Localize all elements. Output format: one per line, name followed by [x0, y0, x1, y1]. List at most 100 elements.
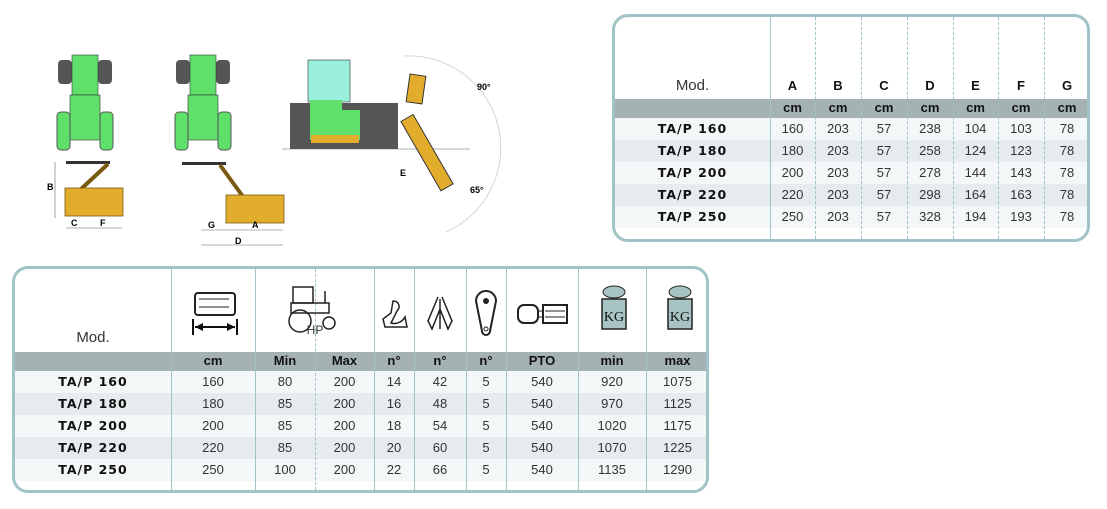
- column-header: E: [971, 78, 980, 93]
- working-width-icon: [192, 292, 238, 335]
- cell-value: 203: [827, 143, 849, 158]
- tractor-hp-icon: [288, 286, 336, 333]
- hammer-icon: [382, 300, 408, 328]
- cell-value: 200: [333, 418, 356, 433]
- svg-text:KG: KG: [604, 310, 624, 325]
- cell-value: 920: [601, 374, 623, 389]
- cell-value: 200: [333, 396, 356, 411]
- cell-value: 1175: [663, 418, 692, 433]
- cell-value: 160: [202, 374, 224, 389]
- cell-value: 540: [531, 396, 553, 411]
- unit-label: cm: [203, 353, 223, 368]
- model-name: TA/P 200: [657, 165, 728, 180]
- cell-value: 143: [1010, 165, 1032, 180]
- model-name: TA/P 250: [58, 462, 128, 477]
- cell-value: 57: [876, 165, 892, 180]
- svg-text:G: G: [208, 220, 215, 230]
- column-header: B: [833, 78, 843, 93]
- cell-value: 78: [1059, 165, 1075, 180]
- cell-value: 1070: [597, 440, 627, 455]
- cell-value: 16: [386, 396, 402, 411]
- pto-shaft-icon: [517, 304, 568, 324]
- cell-value: 103: [1010, 121, 1032, 136]
- svg-text:F: F: [100, 218, 106, 228]
- model-name: TA/P 200: [58, 418, 128, 433]
- cell-value: 20: [386, 440, 402, 455]
- hp-label: HP: [306, 323, 324, 337]
- cell-value: 203: [827, 165, 849, 180]
- cell-value: 200: [333, 440, 356, 455]
- cell-value: 540: [531, 374, 553, 389]
- cell-value: 18: [386, 418, 402, 433]
- cell-value: 1290: [663, 462, 692, 477]
- cell-value: 200: [333, 462, 356, 477]
- weight-icon: KG: [601, 285, 627, 330]
- cell-value: 124: [964, 143, 987, 158]
- cell-value: 160: [781, 121, 804, 136]
- cell-value: 250: [202, 462, 224, 477]
- model-name: TA/P 160: [657, 121, 728, 136]
- cell-value: 5: [482, 396, 490, 411]
- cell-value: 193: [1010, 209, 1032, 224]
- unit-label: n°: [387, 353, 401, 368]
- belt-icon: [474, 290, 498, 336]
- unit-label: n°: [479, 353, 493, 368]
- column-header: G: [1061, 78, 1073, 93]
- unit-label: Min: [273, 353, 297, 368]
- cell-value: 203: [827, 187, 849, 202]
- cell-value: 180: [202, 396, 224, 411]
- svg-text:KG: KG: [670, 310, 690, 325]
- cell-value: 1075: [663, 374, 692, 389]
- cell-value: 164: [964, 187, 987, 202]
- tractor-rear-view: 90°65° E: [282, 55, 502, 233]
- cell-value: 48: [432, 396, 448, 411]
- cell-value: 85: [277, 396, 293, 411]
- cell-value: 104: [964, 121, 987, 136]
- cell-value: 78: [1059, 187, 1075, 202]
- cell-value: 5: [482, 462, 490, 477]
- cell-value: 194: [964, 209, 987, 224]
- svg-text:E: E: [400, 168, 406, 178]
- model-name: TA/P 160: [58, 374, 128, 389]
- weight-icon: KG: [667, 285, 693, 330]
- cell-value: 80: [277, 374, 293, 389]
- cell-value: 200: [202, 418, 224, 433]
- cell-value: 1020: [597, 418, 627, 433]
- cell-value: 66: [432, 462, 448, 477]
- cell-value: 203: [827, 121, 849, 136]
- cell-value: 60: [432, 440, 448, 455]
- cell-value: 203: [827, 209, 849, 224]
- unit-label: cm: [920, 100, 940, 115]
- cell-value: 5: [482, 418, 490, 433]
- cell-value: 42: [432, 374, 448, 389]
- column-header: F: [1017, 78, 1025, 93]
- cell-value: 85: [277, 440, 293, 455]
- column-header: D: [925, 78, 935, 93]
- cell-value: 298: [919, 187, 941, 202]
- unit-label: cm: [1011, 100, 1031, 115]
- cell-value: 57: [876, 121, 892, 136]
- cell-value: 57: [876, 143, 892, 158]
- cell-value: 57: [876, 209, 892, 224]
- unit-label: cm: [874, 100, 894, 115]
- cell-value: 238: [919, 121, 941, 136]
- column-header: A: [787, 78, 798, 93]
- unit-label: PTO: [528, 353, 556, 368]
- cell-value: 5: [482, 440, 490, 455]
- cell-value: 78: [1059, 143, 1075, 158]
- model-name: TA/P 250: [657, 209, 728, 224]
- cell-value: 163: [1010, 187, 1032, 202]
- cell-value: 54: [432, 418, 448, 433]
- cell-value: 220: [202, 440, 224, 455]
- unit-label: n°: [433, 353, 447, 368]
- model-name: TA/P 180: [657, 143, 728, 158]
- cell-value: 123: [1010, 143, 1032, 158]
- blade-icon: [427, 296, 453, 331]
- cell-value: 5: [482, 374, 490, 389]
- unit-label: cm: [966, 100, 985, 115]
- unit-label: max: [664, 353, 691, 368]
